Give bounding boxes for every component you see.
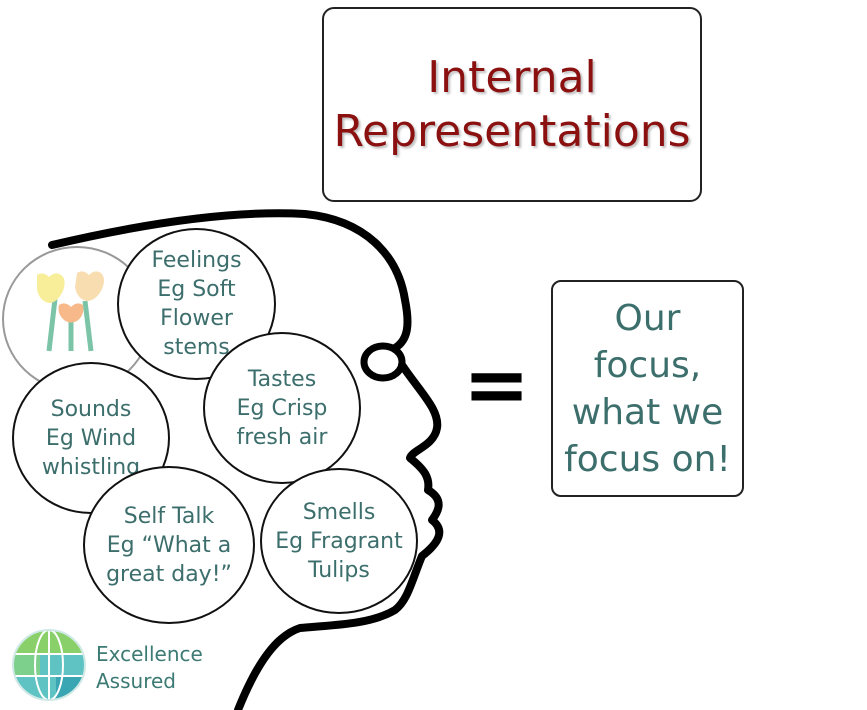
logo-line-1: Excellence bbox=[96, 642, 203, 666]
logo-text: Excellence Assured bbox=[96, 641, 203, 695]
bubble-text-line: great day!” bbox=[106, 561, 232, 587]
bubble-text-line: Eg Fragrant bbox=[275, 528, 403, 554]
bubble-text-line: Feelings bbox=[151, 248, 242, 273]
bubble-text-line: whistling bbox=[41, 454, 141, 480]
bubble-text-line: Self Talk bbox=[123, 503, 215, 529]
feelings-bubble: Feelings Eg Soft Flower stems bbox=[117, 228, 276, 380]
focus-box: Our focus, what we focus on! bbox=[551, 280, 744, 497]
focus-line-2: focus, bbox=[593, 344, 702, 386]
bubble-text-line: Eg Wind bbox=[45, 425, 137, 451]
bubble-text-line: stems bbox=[163, 335, 230, 360]
bubble-text-line: Eg Crisp bbox=[236, 395, 328, 421]
bubble-text-line: Sounds bbox=[50, 396, 132, 422]
equals-sign: = bbox=[463, 338, 531, 431]
bubble-text-line: Smells bbox=[302, 499, 376, 525]
title-line-2: Representations bbox=[333, 105, 691, 157]
bubble-text-line: Eg Soft bbox=[157, 277, 236, 302]
focus-line-4: focus on! bbox=[564, 438, 731, 480]
title-box: Internal Representations bbox=[322, 7, 702, 202]
bubble-text-line: fresh air bbox=[236, 424, 328, 450]
focus-line-1: Our bbox=[614, 297, 681, 339]
smells-bubble: Smells Eg Fragrant Tulips bbox=[260, 468, 418, 614]
self-talk-bubble: Self Talk Eg “What a great day!” bbox=[83, 466, 255, 624]
bubble-text-line: Eg “What a bbox=[106, 532, 232, 558]
tastes-bubble: Tastes Eg Crisp fresh air bbox=[203, 332, 361, 484]
bubble-text-line: Tulips bbox=[308, 557, 370, 583]
logo-line-2: Assured bbox=[96, 669, 176, 693]
globe-icon bbox=[12, 629, 86, 701]
title-line-1: Internal bbox=[427, 51, 597, 103]
tulip-flowers-icon bbox=[37, 271, 104, 352]
bubble-text-line: Tastes bbox=[247, 366, 317, 392]
focus-line-3: what we bbox=[571, 391, 724, 433]
bubble-text-line: Flower bbox=[160, 306, 233, 331]
